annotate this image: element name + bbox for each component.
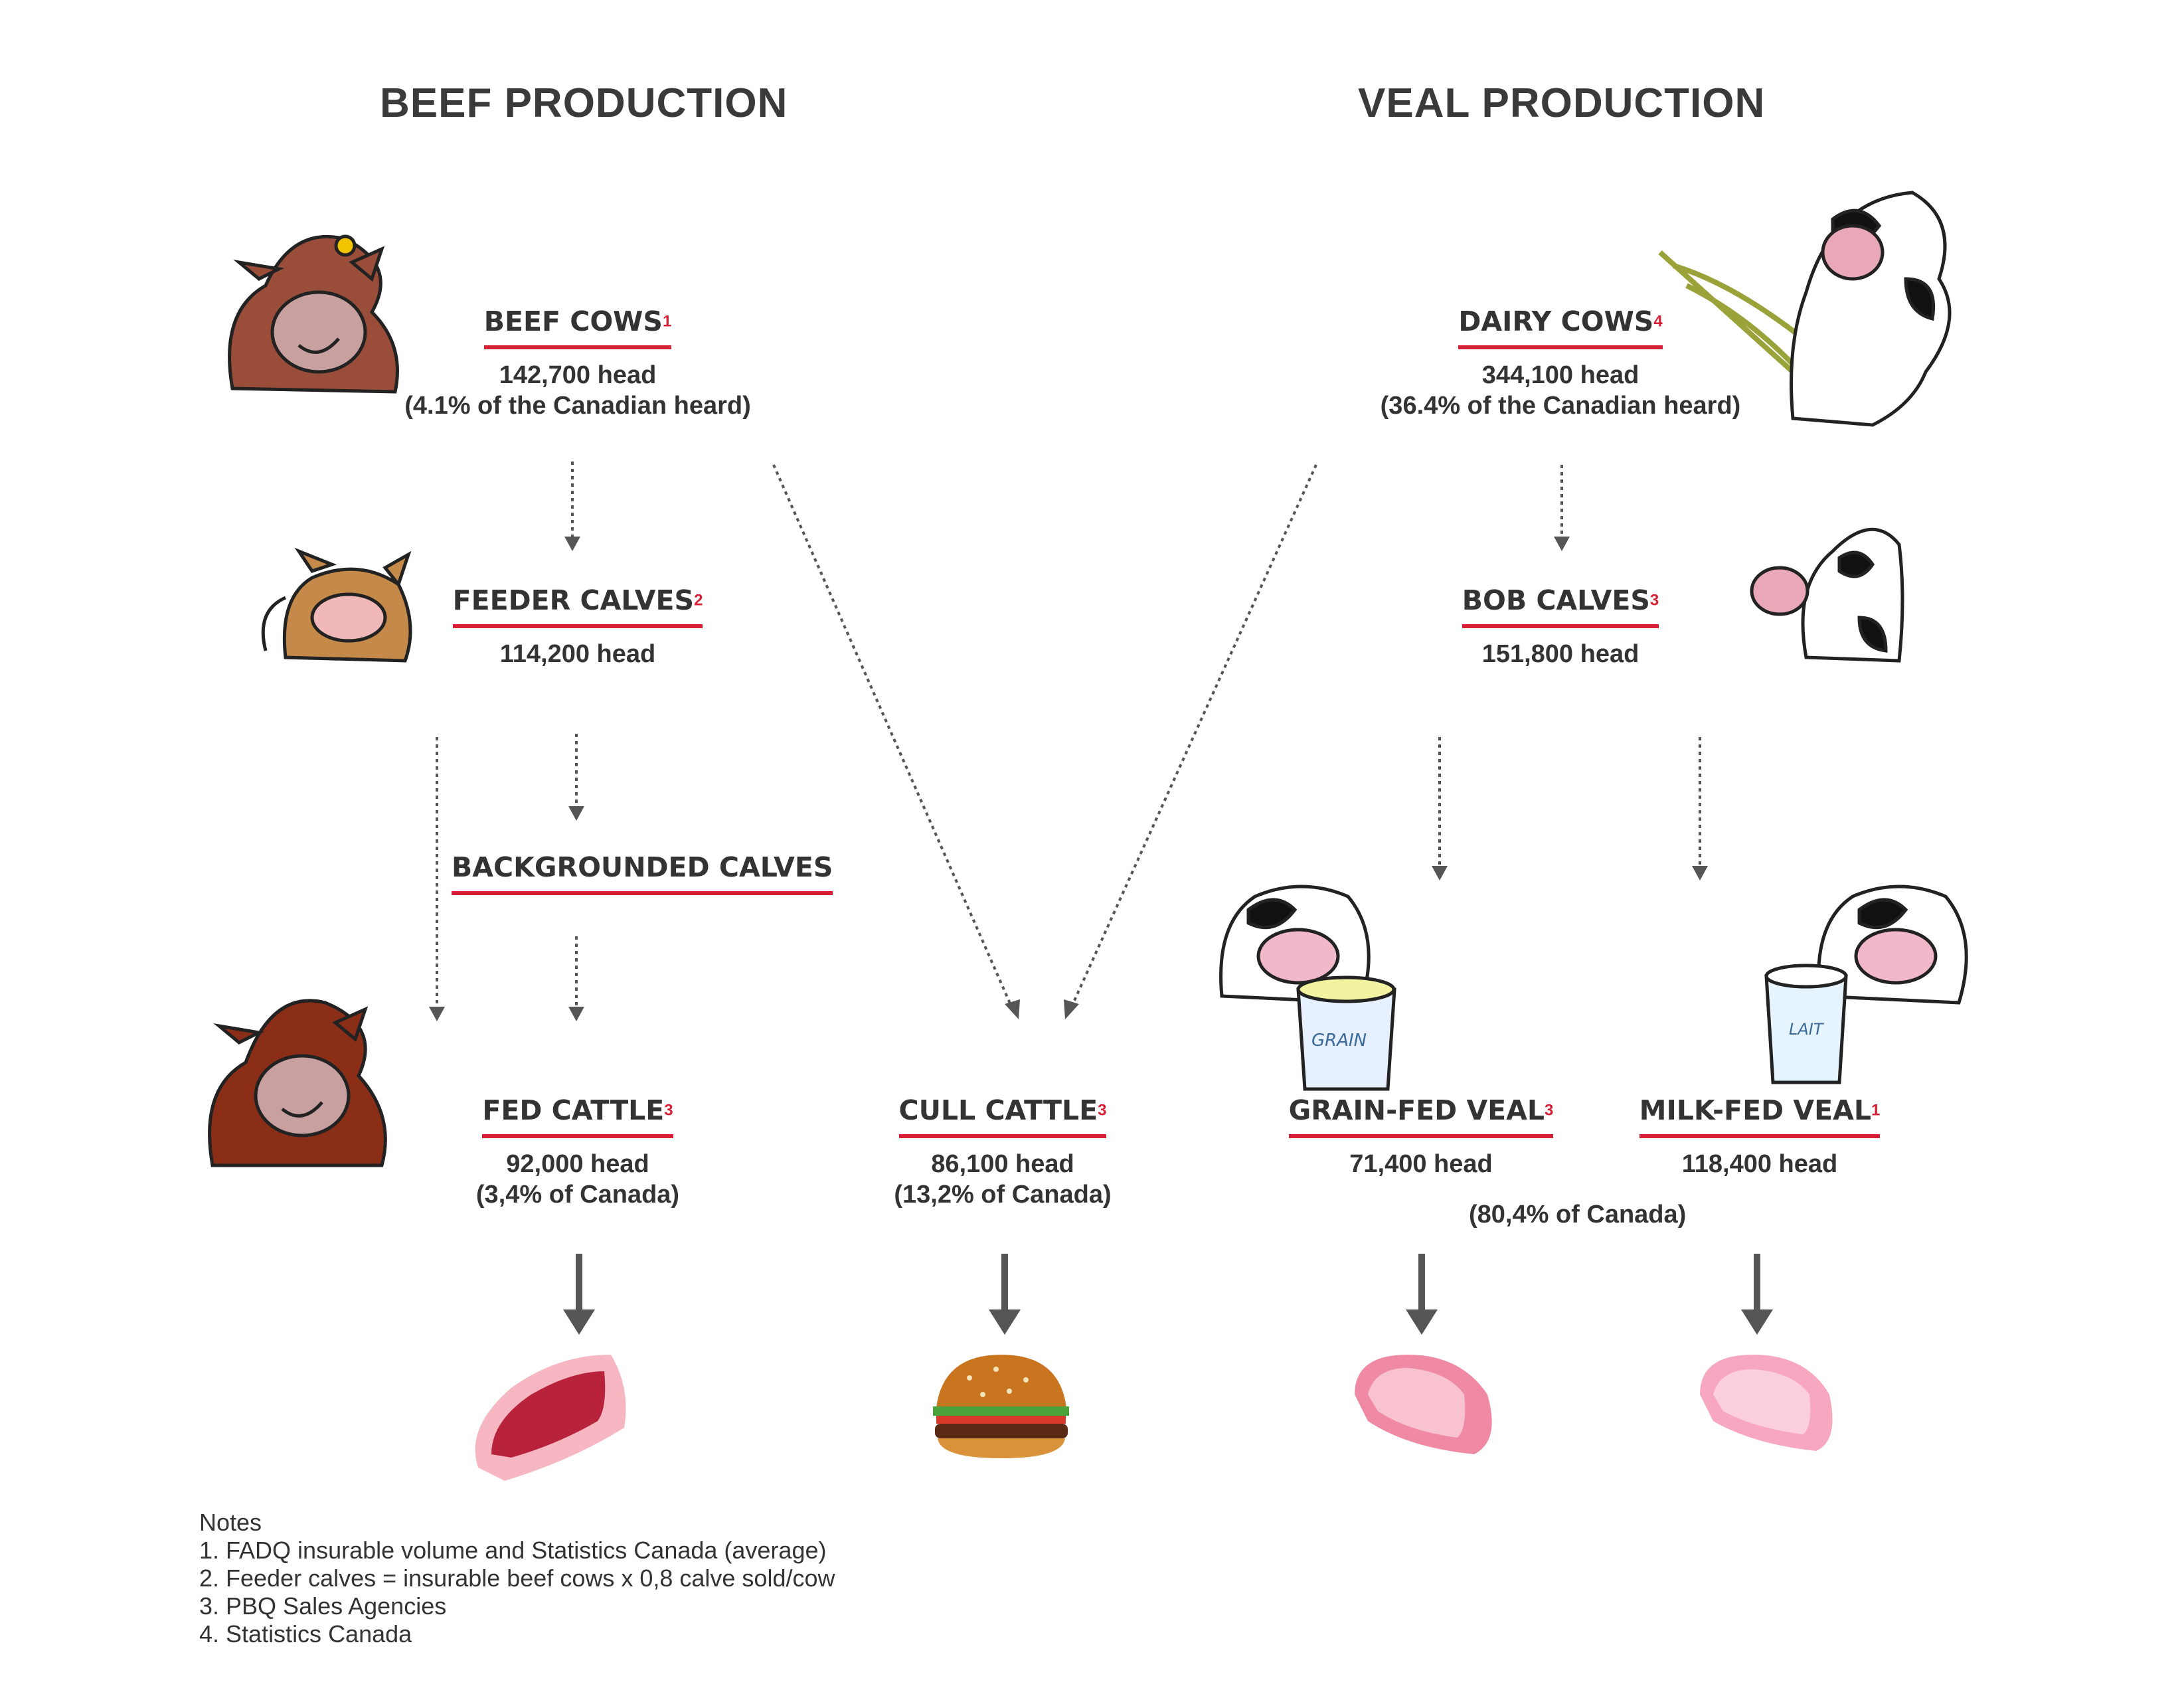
beef-cow-icon <box>228 234 399 394</box>
milk-fed-calf-icon <box>1764 885 1968 1084</box>
fed-cattle-ref: 3 <box>664 1101 673 1120</box>
note-item: 2. Feeder calves = insurable beef cows x… <box>199 1564 835 1592</box>
node-feeder-calves: FEEDER CALVES2 114,200 head <box>425 584 730 669</box>
feeder-calf-icon <box>261 547 412 663</box>
backgrounded-calves-underline <box>452 891 833 895</box>
steak-icon <box>475 1355 626 1481</box>
feeder-calves-underline <box>452 624 703 628</box>
veal-chop-icon <box>1700 1355 1833 1451</box>
beef-cows-ref: 1 <box>662 312 672 331</box>
beef-cows-underline <box>483 345 672 349</box>
bob-calf-icon <box>1750 527 1904 663</box>
note-item: 4. Statistics Canada <box>199 1620 412 1647</box>
beef-cows-head-count: 142,700 head <box>499 361 657 389</box>
veal-chop-icon <box>1355 1355 1492 1454</box>
feeder-calves-head-count: 114,200 head <box>499 640 656 668</box>
arrow-dairy-cows-to-cull-cattle <box>1069 464 1317 1010</box>
hamburger-icon <box>933 1355 1069 1458</box>
feeder-calves-ref: 2 <box>694 591 703 610</box>
bob-calves-head-count: 151,800 head <box>1481 640 1639 668</box>
beef-cows-label: BEEF COWS <box>483 305 663 337</box>
feeder-calves-label: FEEDER CALVES <box>452 584 695 616</box>
milk-fed-veal-ref: 1 <box>1871 1101 1881 1120</box>
note-item: 3. PBQ Sales Agencies <box>199 1592 447 1620</box>
beef-cows-share: (4.1% of the Canadian heard) <box>404 392 751 420</box>
fed-cattle-label: FED CATTLE <box>482 1094 665 1126</box>
fed-cattle-head-count: 92,000 head <box>506 1150 649 1178</box>
notes-heading: Notes <box>199 1509 262 1536</box>
fed-cattle-cow-icon <box>208 999 387 1167</box>
milk-fed-veal-label: MILK-FED VEAL <box>1639 1094 1871 1126</box>
dairy-cows-share: (36.4% of the Canadian heard) <box>1380 392 1741 420</box>
cull-cattle-share: (13,2% of Canada) <box>894 1181 1112 1209</box>
veal-combined-share: (80,4% of Canada) <box>1469 1201 1687 1228</box>
cull-cattle-underline <box>898 1134 1107 1138</box>
veal-production-title: VEAL PRODUCTION <box>1358 80 1766 126</box>
bob-calves-label: BOB CALVES <box>1462 584 1650 616</box>
fed-cattle-underline <box>482 1134 673 1138</box>
grain-fed-veal-label: GRAIN-FED VEAL <box>1288 1094 1545 1126</box>
bob-calves-ref: 3 <box>1649 591 1659 610</box>
grain-bucket-label: GRAIN <box>1311 1031 1367 1051</box>
dairy-cows-ref: 4 <box>1653 312 1663 331</box>
node-cull-cattle: CULL CATTLE3 86,100 head (13,2% of Canad… <box>863 1094 1142 1210</box>
arrow-beef-cows-to-cull-cattle <box>772 464 1014 1010</box>
milk-fed-veal-head-count: 118,400 head <box>1681 1150 1838 1178</box>
dairy-cows-underline <box>1458 345 1663 349</box>
node-backgrounded-calves: BACKGROUNDED CALVES <box>452 851 833 906</box>
cull-cattle-ref: 3 <box>1098 1101 1107 1120</box>
node-beef-cows: BEEF COWS1 142,700 head (4.1% of the Can… <box>398 305 757 421</box>
node-milk-fed-veal: MILK-FED VEAL1 118,400 head <box>1620 1094 1899 1179</box>
node-bob-calves: BOB CALVES3 151,800 head <box>1428 584 1693 669</box>
beef-production-title: BEEF PRODUCTION <box>380 80 788 126</box>
backgrounded-calves-label: BACKGROUNDED CALVES <box>452 851 833 883</box>
fed-cattle-share: (3,4% of Canada) <box>475 1181 680 1209</box>
cull-cattle-head-count: 86,100 head <box>931 1150 1074 1178</box>
node-fed-cattle: FED CATTLE3 92,000 head (3,4% of Canada) <box>445 1094 711 1210</box>
dairy-cows-label: DAIRY COWS <box>1458 305 1654 337</box>
node-dairy-cows: DAIRY COWS4 344,100 head (36.4% of the C… <box>1368 305 1753 421</box>
cull-cattle-label: CULL CATTLE <box>898 1094 1098 1126</box>
node-grain-fed-veal: GRAIN-FED VEAL3 71,400 head <box>1255 1094 1587 1179</box>
notes-section: Notes 1. FADQ insurable volume and Stati… <box>199 1509 835 1648</box>
bob-calves-underline <box>1462 624 1659 628</box>
dairy-cows-head-count: 344,100 head <box>1481 361 1639 389</box>
dairy-cow-icon <box>1658 191 1952 427</box>
grain-fed-veal-head-count: 71,400 head <box>1349 1150 1493 1178</box>
milk-bucket-label: LAIT <box>1789 1020 1825 1039</box>
grain-fed-veal-ref: 3 <box>1545 1101 1554 1120</box>
grain-fed-veal-underline <box>1288 1134 1554 1138</box>
note-item: 1. FADQ insurable volume and Statistics … <box>199 1537 827 1564</box>
milk-fed-veal-underline <box>1639 1134 1881 1138</box>
grain-fed-calf-icon <box>1219 885 1396 1091</box>
